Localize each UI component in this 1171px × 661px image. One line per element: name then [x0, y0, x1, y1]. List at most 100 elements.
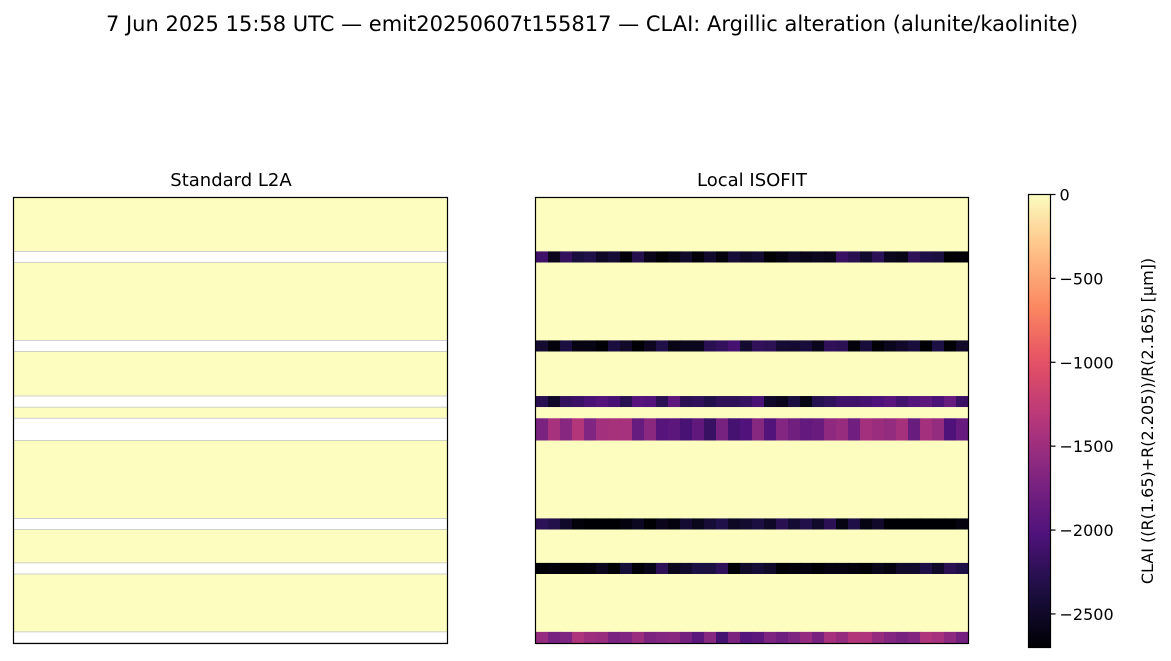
data-cell — [716, 418, 729, 441]
data-band — [536, 562, 969, 575]
data-cell — [572, 518, 585, 530]
data-cell — [572, 562, 585, 575]
data-cell — [632, 396, 645, 408]
data-band — [536, 631, 969, 643]
data-band — [14, 529, 447, 563]
data-band — [536, 198, 968, 252]
data-cell — [584, 562, 597, 575]
data-band — [14, 351, 447, 397]
data-cell — [668, 340, 681, 352]
data-cell — [644, 340, 657, 352]
data-band — [14, 198, 447, 252]
data-cell — [860, 518, 873, 530]
data-cell — [548, 340, 561, 352]
data-cell — [620, 340, 633, 352]
data-band — [536, 340, 969, 352]
data-cell — [620, 396, 633, 408]
colorbar-tick-label: −500 — [1060, 269, 1104, 288]
data-cell — [800, 631, 813, 643]
data-cell — [704, 518, 717, 530]
data-cell — [632, 518, 645, 530]
data-cell — [644, 518, 657, 530]
data-cell — [944, 418, 957, 441]
data-cell — [692, 518, 705, 530]
data-cell — [740, 562, 753, 575]
data-cell — [920, 418, 933, 441]
data-cell — [776, 631, 789, 643]
data-band — [536, 351, 968, 397]
data-cell — [536, 340, 549, 352]
data-cell — [608, 340, 621, 352]
data-cell — [884, 396, 897, 408]
data-cell — [956, 396, 969, 408]
data-cell — [920, 562, 933, 575]
data-cell — [716, 396, 729, 408]
data-band — [536, 574, 968, 632]
data-cell — [788, 396, 801, 408]
data-cell — [572, 418, 585, 441]
data-cell — [896, 418, 909, 441]
data-cell — [608, 631, 621, 643]
data-cell — [608, 251, 621, 263]
data-cell — [668, 251, 681, 263]
data-cell — [824, 631, 837, 643]
data-cell — [680, 396, 693, 408]
data-cell — [740, 340, 753, 352]
data-cell — [764, 418, 777, 441]
colorbar-tick-label: −1500 — [1060, 437, 1114, 456]
data-cell — [932, 251, 945, 263]
data-cell — [908, 562, 921, 575]
data-cell — [692, 631, 705, 643]
colorbar-tick-label: −2500 — [1060, 605, 1114, 624]
data-cell — [884, 251, 897, 263]
data-cell — [560, 396, 573, 408]
data-cell — [728, 518, 741, 530]
panel-standard-l2a-frame — [12, 196, 449, 645]
data-cell — [956, 340, 969, 352]
data-cell — [584, 251, 597, 263]
data-cell — [548, 396, 561, 408]
data-cell — [860, 631, 873, 643]
colorbar-tick-label: −1000 — [1060, 353, 1114, 372]
data-cell — [956, 562, 969, 575]
panel-title-standard-l2a: Standard L2A — [170, 170, 292, 191]
data-cell — [860, 418, 873, 441]
data-cell — [764, 251, 777, 263]
panel-local-isofit-frame — [534, 196, 970, 645]
data-cell — [584, 396, 597, 408]
data-cell — [680, 631, 693, 643]
data-cell — [560, 418, 573, 441]
data-cell — [644, 251, 657, 263]
data-cell — [776, 251, 789, 263]
data-cell — [596, 562, 609, 575]
data-cell — [752, 396, 765, 408]
panel-standard-l2a: Standard L2A — [12, 170, 449, 645]
missing-data-band — [14, 631, 447, 643]
data-cell — [752, 562, 765, 575]
missing-data-band — [14, 418, 447, 441]
data-cell — [800, 251, 813, 263]
data-cell — [944, 631, 957, 643]
data-cell — [932, 518, 945, 530]
data-cell — [572, 340, 585, 352]
data-cell — [824, 562, 837, 575]
data-band — [536, 440, 968, 519]
data-cell — [704, 418, 717, 441]
data-cell — [800, 418, 813, 441]
data-cell — [584, 340, 597, 352]
data-cell — [536, 631, 549, 643]
colorbar: 0−500−1000−1500−2000−2500 CLAI ((R(1.65)… — [1027, 186, 1157, 649]
data-cell — [932, 396, 945, 408]
data-cell — [656, 518, 669, 530]
data-cell — [716, 518, 729, 530]
data-cell — [908, 418, 921, 441]
data-cell — [668, 562, 681, 575]
data-cell — [824, 340, 837, 352]
data-cell — [776, 518, 789, 530]
data-cell — [956, 418, 969, 441]
panel-local-isofit-image — [536, 198, 969, 643]
data-cell — [788, 251, 801, 263]
data-cell — [812, 396, 825, 408]
data-cell — [884, 340, 897, 352]
data-cell — [848, 562, 861, 575]
